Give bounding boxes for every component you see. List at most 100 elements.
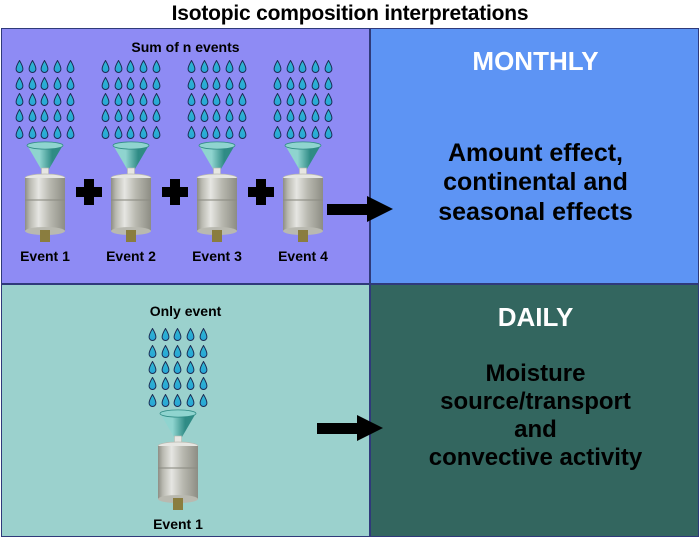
raindrop-icon	[200, 76, 209, 91]
raindrop-icon	[298, 92, 307, 107]
station-event-2: Event 2	[92, 59, 170, 264]
raindrop-icon	[200, 125, 209, 140]
raindrop-icon	[311, 92, 320, 107]
page-title: Isotopic composition interpretations	[0, 0, 700, 28]
raindrop-icon	[238, 76, 247, 91]
raindrop-icon	[273, 76, 282, 91]
raindrop-icon	[101, 76, 110, 91]
raindrop-icon	[186, 328, 195, 342]
raindrop-icon	[286, 76, 295, 91]
panel-daily-result: DAILY Moisture source/transport and conv…	[369, 283, 698, 536]
raindrop-icon	[40, 92, 49, 107]
raindrop-icon	[148, 344, 157, 359]
raindrop-icon	[15, 125, 24, 140]
raindrop-icon	[273, 60, 282, 74]
raindrop-icon	[114, 125, 123, 140]
body-line: seasonal effects	[438, 197, 633, 226]
raindrop-icon	[66, 92, 75, 107]
raindrop-icon	[15, 92, 24, 107]
raindrop-icon	[148, 377, 157, 391]
raindrop-icon	[114, 92, 123, 107]
raindrop-icon	[152, 76, 161, 91]
raindrop-icon	[101, 60, 110, 74]
raindrop-icon	[126, 60, 135, 74]
heading-monthly: MONTHLY	[472, 46, 599, 76]
raindrops-icon	[271, 59, 335, 141]
raindrop-icon	[173, 393, 182, 408]
station-label: Event 2	[106, 248, 156, 264]
raindrop-icon	[311, 76, 320, 91]
body-line: and	[514, 416, 557, 444]
raindrop-icon	[225, 125, 234, 140]
raindrop-icon	[298, 109, 307, 123]
raindrop-icon	[66, 76, 75, 91]
raindrop-icon	[199, 328, 208, 342]
raindrop-icon	[238, 109, 247, 123]
station-label: Event 4	[278, 248, 328, 264]
raindrop-icon	[238, 60, 247, 74]
raindrop-icon	[311, 109, 320, 123]
raindrop-icon	[114, 109, 123, 123]
raindrop-icon	[286, 92, 295, 107]
raindrop-icon	[324, 125, 333, 140]
raindrop-icon	[161, 344, 170, 359]
raindrop-icon	[225, 76, 234, 91]
raindrop-icon	[311, 60, 320, 74]
raindrop-icon	[28, 125, 37, 140]
raindrop-icon	[225, 109, 234, 123]
raindrop-icon	[161, 377, 170, 391]
raindrop-icon	[200, 60, 209, 74]
raindrop-icon	[66, 125, 75, 140]
heading-daily: DAILY	[497, 302, 574, 332]
station-event-3: Event 3	[178, 59, 256, 264]
rain-gauge-icon	[17, 141, 73, 246]
raindrop-icon	[53, 109, 62, 123]
body-line: Amount effect,	[448, 139, 623, 167]
raindrop-icon	[298, 76, 307, 91]
raindrop-icon	[15, 76, 24, 91]
raindrop-icon	[238, 92, 247, 107]
raindrop-icon	[199, 344, 208, 359]
raindrop-icon	[212, 60, 221, 74]
raindrop-icon	[126, 109, 135, 123]
station-label: Event 1	[20, 248, 70, 264]
raindrop-icon	[324, 60, 333, 74]
raindrop-icon	[187, 76, 196, 91]
diagram-panel-grid: Sum of n events Event 1 Event 2 Event 3 …	[1, 28, 699, 537]
raindrop-icon	[324, 92, 333, 107]
raindrop-icon	[212, 76, 221, 91]
raindrop-icon	[28, 92, 37, 107]
raindrop-icon	[200, 92, 209, 107]
plus-icon	[248, 179, 274, 205]
raindrop-icon	[139, 92, 148, 107]
raindrop-icon	[187, 125, 196, 140]
raindrop-icon	[173, 328, 182, 342]
rain-gauge-icon	[189, 141, 245, 246]
raindrop-icon	[15, 60, 24, 74]
raindrop-icon	[212, 125, 221, 140]
raindrop-icon	[139, 109, 148, 123]
raindrop-icon	[186, 377, 195, 391]
raindrop-icon	[139, 76, 148, 91]
raindrop-icon	[53, 125, 62, 140]
raindrop-icon	[152, 60, 161, 74]
raindrop-icon	[101, 125, 110, 140]
panel-monthly-result: MONTHLY Amount effect, continental and s…	[369, 29, 698, 283]
raindrop-icon	[298, 60, 307, 74]
raindrop-icon	[126, 76, 135, 91]
raindrop-icon	[225, 60, 234, 74]
raindrop-icon	[186, 393, 195, 408]
raindrops-icon	[99, 59, 163, 141]
body-line: convective activity	[428, 444, 643, 472]
raindrop-icon	[286, 125, 295, 140]
raindrop-icon	[114, 76, 123, 91]
raindrop-icon	[187, 109, 196, 123]
plus-icon	[76, 179, 102, 205]
raindrop-icon	[324, 76, 333, 91]
raindrop-icon	[161, 360, 170, 375]
raindrop-icon	[126, 92, 135, 107]
panel-monthly-events: Sum of n events Event 1 Event 2 Event 3 …	[2, 29, 369, 283]
plus-icon	[162, 179, 188, 205]
raindrop-icon	[187, 60, 196, 74]
raindrop-icon	[139, 60, 148, 74]
